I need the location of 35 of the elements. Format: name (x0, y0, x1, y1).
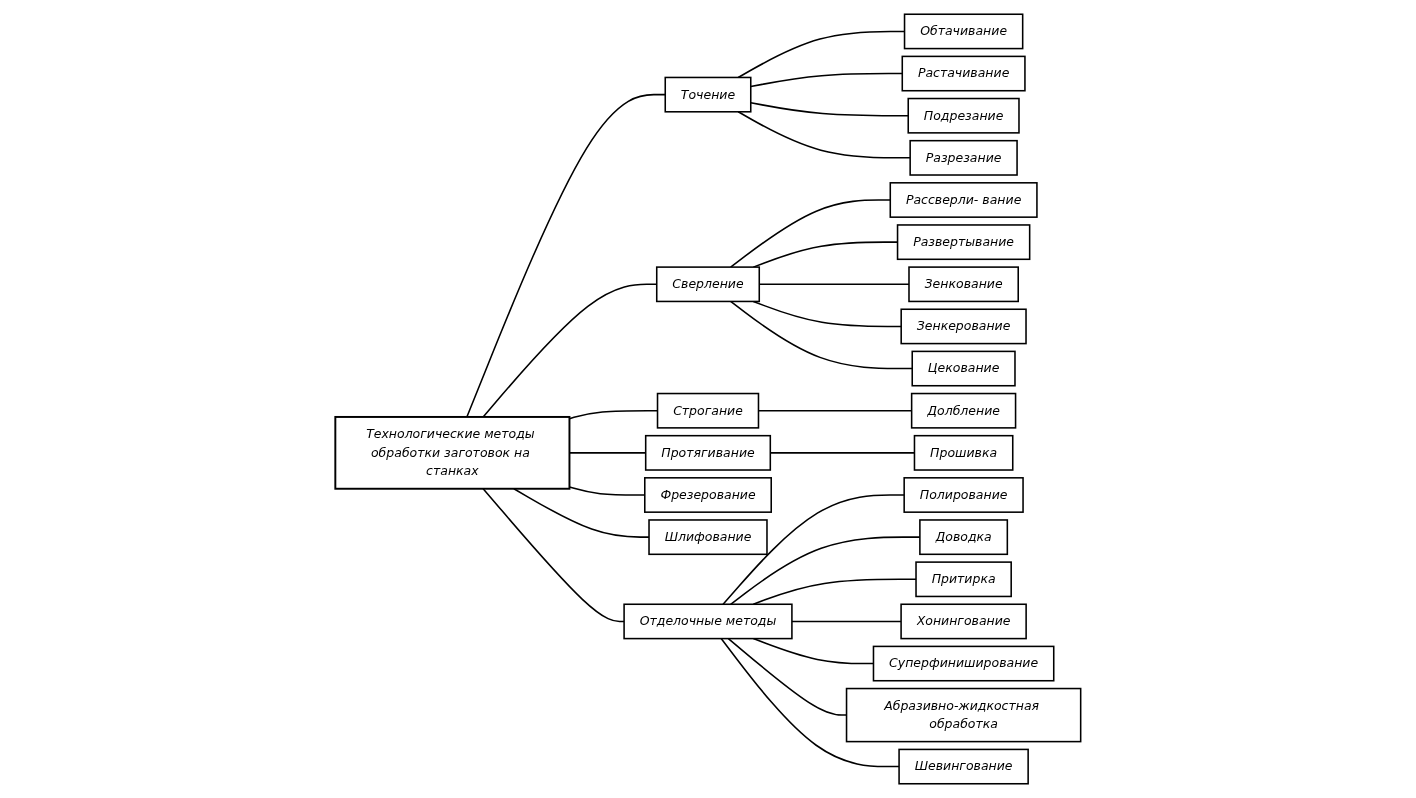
connector (752, 300, 902, 328)
node-box: Рассверли- вание (889, 182, 1038, 218)
node-box: Шлифование (648, 519, 768, 556)
connector (722, 494, 905, 606)
node-box: Развертывание (896, 224, 1031, 261)
node-box: Протягивание (644, 434, 772, 471)
node-box: Шевингование (898, 748, 1029, 785)
node-box: Полирование (903, 477, 1024, 513)
node-box: Абразивно-жидкостная обработка (845, 687, 1082, 743)
node-box: Притирка (915, 561, 1012, 598)
node-box: Отделочные методы (623, 603, 793, 640)
node-box: Технологические методы обработки заготовок на станках (334, 415, 571, 490)
node-box: Долбление (910, 392, 1017, 429)
node-box: Фрезерование (644, 477, 772, 513)
node-box: Строгание (656, 392, 760, 429)
node-box: Сверление (655, 266, 761, 303)
node-box: Суперфиниширование (872, 645, 1055, 682)
connector (513, 487, 650, 538)
node-box: Прошивка (913, 434, 1014, 471)
node-box: Обтачивание (903, 13, 1024, 50)
node-box: Растачивание (901, 55, 1026, 92)
connector (791, 620, 902, 623)
node-box: Доводка (919, 519, 1009, 556)
connector (482, 487, 625, 623)
node-box: Разрезание (909, 139, 1018, 176)
node-box: Зенкерование (900, 308, 1027, 345)
connector (720, 637, 900, 768)
node-box: Зенкование (908, 266, 1019, 303)
node-box: Цекование (911, 350, 1016, 387)
connector (737, 111, 911, 159)
connector (482, 283, 658, 418)
node-box: Хонингование (900, 603, 1027, 640)
connector (729, 300, 913, 370)
node-box: Подрезание (907, 97, 1020, 134)
node-box: Точение (664, 76, 752, 113)
